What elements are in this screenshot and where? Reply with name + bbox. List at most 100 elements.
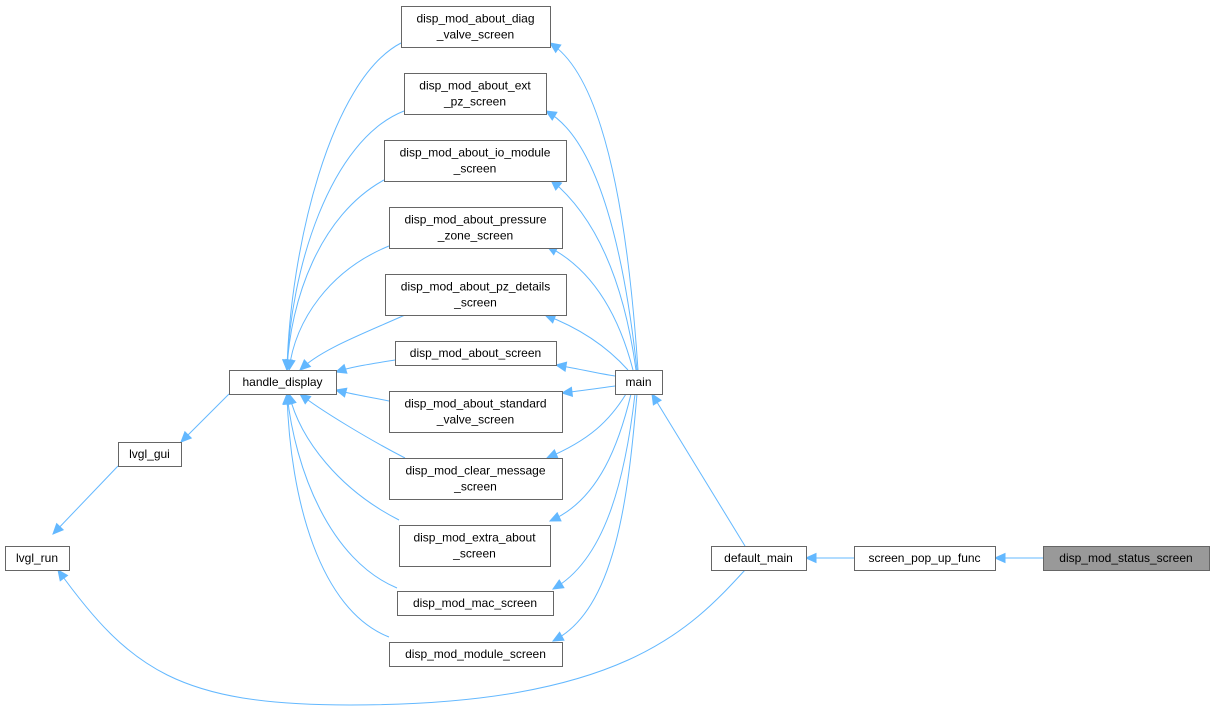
node-clear-message[interactable]: disp_mod_clear_message _screen <box>389 458 563 500</box>
edge-main-to-about_diag <box>549 42 639 371</box>
node-label: screen_pop_up_func <box>868 551 980 565</box>
node-label: disp_mod_about_io_module <box>400 146 551 160</box>
edge-layer <box>52 42 1043 706</box>
node-label: disp_mod_about_pressure <box>404 213 546 227</box>
arrowhead-lvgl_gui-to-lvgl_run <box>52 522 65 535</box>
node-box <box>401 6 551 48</box>
node-label: disp_mod_about_ext <box>419 79 531 93</box>
node-label: _zone_screen <box>437 229 513 243</box>
edge-mac_screen-to-handle_display <box>286 393 398 589</box>
arrowhead-main-to-clear_message <box>545 449 559 459</box>
arrowhead-status_screen-to-screen_pop_up <box>993 552 1006 564</box>
node-box <box>385 274 567 316</box>
node-lvgl-gui[interactable]: lvgl_gui <box>118 442 182 467</box>
node-label: _pz_screen <box>443 95 506 109</box>
edge-about_io-to-handle_display <box>286 179 385 371</box>
node-default-main[interactable]: default_main <box>711 546 807 571</box>
node-extra-about[interactable]: disp_mod_extra_about _screen <box>399 525 551 567</box>
node-box <box>118 442 182 467</box>
edge-about_pz-to-handle_display <box>299 314 406 371</box>
node-box <box>389 458 563 500</box>
node-box <box>389 642 563 667</box>
node-about-io[interactable]: disp_mod_about_io_module _screen <box>384 140 567 182</box>
arrowhead-clear_message-to-handle_display <box>299 393 312 405</box>
node-label: disp_mod_status_screen <box>1059 551 1192 565</box>
node-label: default_main <box>724 551 793 565</box>
node-box <box>615 370 663 395</box>
node-label: disp_mod_about_diag <box>416 12 534 26</box>
edge-main-to-about_pressure <box>546 245 634 371</box>
node-box <box>389 207 563 249</box>
node-label: disp_mod_about_screen <box>410 346 541 360</box>
edge-main-to-clear_message <box>546 393 627 459</box>
arrowhead-main-to-mac_screen <box>551 579 565 590</box>
node-box <box>384 140 567 182</box>
node-label: disp_mod_clear_message <box>405 464 545 478</box>
node-box <box>5 546 70 571</box>
arrowhead-default_main-to-lvgl_run <box>57 569 69 582</box>
edge-default_main-to-main <box>651 393 746 547</box>
node-label: _valve_screen <box>436 413 514 427</box>
node-label: _valve_screen <box>436 28 514 42</box>
node-about-diag[interactable]: disp_mod_about_diag _valve_screen <box>401 6 551 48</box>
node-label: _screen <box>453 296 497 310</box>
node-about-pz[interactable]: disp_mod_about_pz_details_screen <box>385 274 567 316</box>
arrowhead-handle_display-to-lvgl_gui <box>180 430 193 443</box>
edge-lvgl_gui-to-lvgl_run <box>52 465 119 535</box>
node-main[interactable]: main <box>615 370 663 395</box>
arrowhead-about_pressure-to-handle_display <box>285 358 296 372</box>
node-module-screen[interactable]: disp_mod_module_screen <box>389 642 563 667</box>
node-box <box>399 525 551 567</box>
node-box <box>397 591 554 616</box>
node-about-standard[interactable]: disp_mod_about_standard _valve_screen <box>389 391 563 433</box>
arrowhead-main-to-about_ext <box>544 110 558 121</box>
node-box <box>404 73 547 115</box>
node-label: disp_mod_about_standard <box>404 397 546 411</box>
node-label: lvgl_gui <box>129 447 170 461</box>
node-lvgl-run[interactable]: lvgl_run <box>5 546 70 571</box>
node-status-screen[interactable]: disp_mod_status_screen <box>1043 546 1210 571</box>
node-box <box>854 546 996 571</box>
edge-main-to-about_pz <box>544 314 629 371</box>
node-about-ext[interactable]: disp_mod_about_ext _pz_screen <box>404 73 547 115</box>
edge-default_main-to-lvgl_run <box>57 569 746 706</box>
arrowhead-main-to-about_standard <box>560 386 574 398</box>
edge-main-to-mac_screen <box>552 393 636 590</box>
edge-main-to-extra_about <box>549 393 632 522</box>
arrowhead-module_screen-to-handle_display <box>282 392 293 405</box>
edge-main-to-about_ext <box>545 110 638 371</box>
arrowhead-about_screen-to-handle_display <box>334 363 348 374</box>
edge-about_diag-to-handle_display <box>286 42 402 371</box>
edge-main-to-module_screen <box>552 393 638 642</box>
edge-module_screen-to-handle_display <box>286 393 390 638</box>
arrowhead-main-to-extra_about <box>548 511 562 522</box>
node-label: disp_mod_module_screen <box>405 647 546 661</box>
edge-handle_display-to-lvgl_gui <box>180 393 230 443</box>
node-handle-display[interactable]: handle_display <box>229 370 337 395</box>
node-label: disp_mod_extra_about <box>413 531 536 545</box>
arrowhead-main-to-about_screen <box>554 361 568 372</box>
node-about-screen[interactable]: disp_mod_about_screen <box>395 341 557 366</box>
node-box <box>395 341 557 366</box>
node-label: disp_mod_mac_screen <box>413 596 537 610</box>
arrowhead-default_main-to-main <box>651 392 662 406</box>
node-label: _screen <box>453 480 497 494</box>
edge-about_ext-to-handle_display <box>286 110 405 371</box>
node-box <box>229 370 337 395</box>
node-label: handle_display <box>242 375 322 389</box>
node-screen-pop-up[interactable]: screen_pop_up_func <box>854 546 996 571</box>
node-mac-screen[interactable]: disp_mod_mac_screen <box>397 591 554 616</box>
arrowhead-main-to-module_screen <box>551 631 565 642</box>
node-layer: disp_mod_about_diag_valve_screendisp_mod… <box>5 6 1210 667</box>
arrowhead-main-to-about_diag <box>548 42 562 54</box>
arrowhead-about_standard-to-handle_display <box>334 387 348 398</box>
edge-main-to-about_io <box>550 179 637 371</box>
arrowhead-about_pz-to-handle_display <box>299 359 312 371</box>
node-label: _screen <box>452 547 496 561</box>
node-box <box>1043 546 1210 571</box>
node-box <box>711 546 807 571</box>
node-label: _screen <box>453 162 497 176</box>
node-about-pressure[interactable]: disp_mod_about_pressure _zone_screen <box>389 207 563 249</box>
node-label: main <box>625 375 651 389</box>
